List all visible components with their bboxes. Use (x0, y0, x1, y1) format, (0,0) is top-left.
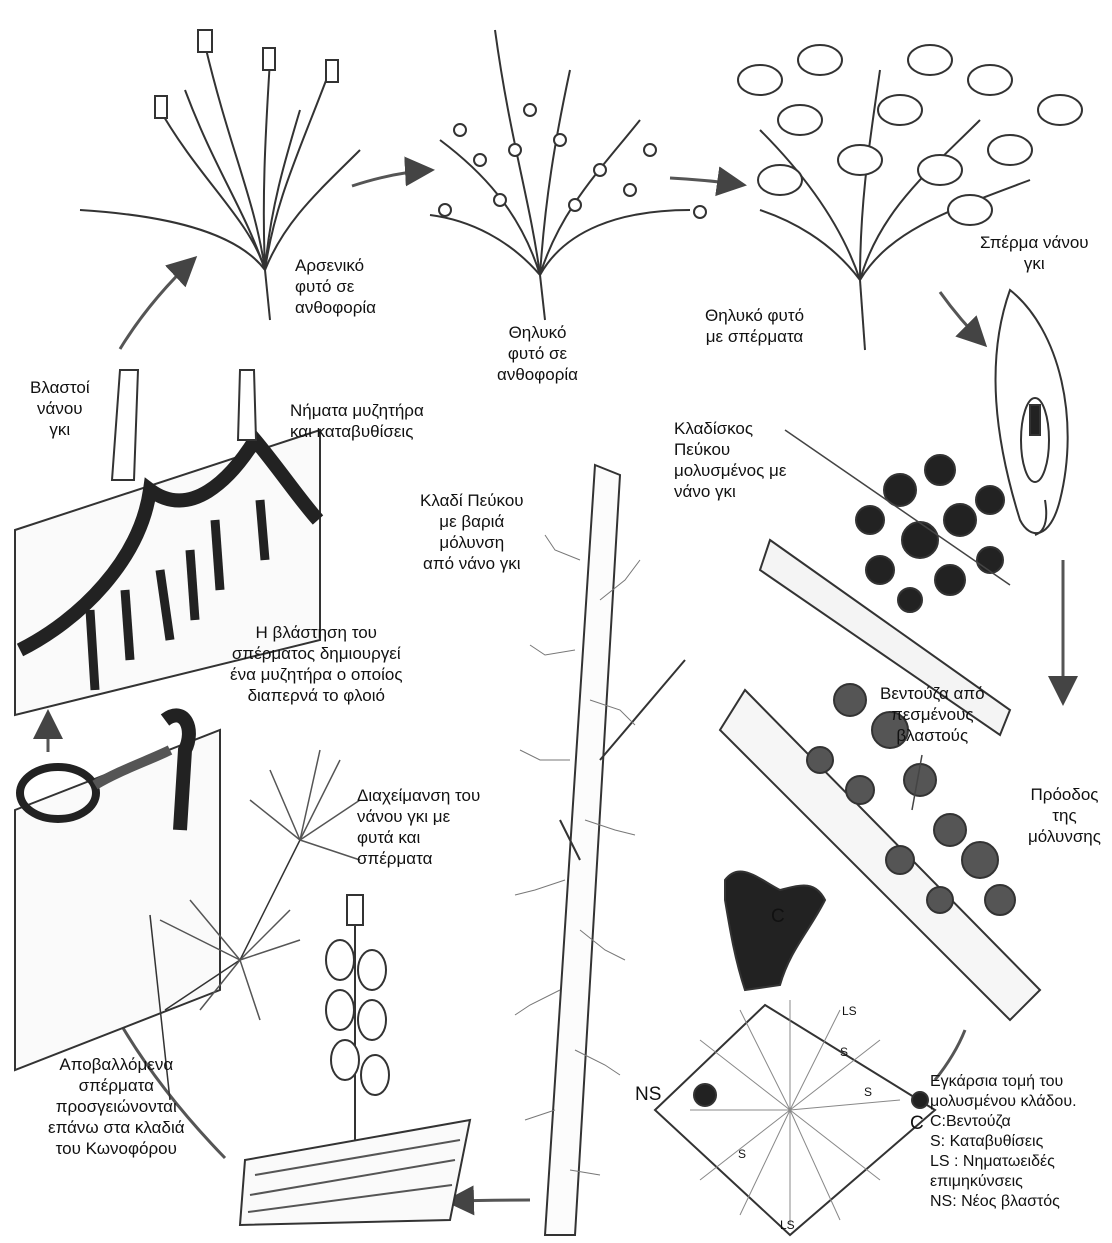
label-male-plant: Αρσενικό φυτό σε ανθοφορία (295, 255, 376, 318)
germination-drawing (15, 715, 220, 1070)
label-seeds-stick: Αποβαλλόμενα σπέρματα προσγειώνονται επά… (48, 1054, 185, 1159)
tag-ns: NS (635, 1084, 661, 1106)
tag-c-top: C (771, 906, 785, 928)
tag-ls-top: LS (842, 1004, 857, 1018)
label-haustorium-strands: Νήματα μυζητήρα και καταβυθίσεις (290, 400, 424, 442)
label-shoots: Βλαστοί νάνου γκι (30, 377, 90, 440)
tag-c-side: C (910, 1113, 924, 1135)
label-germination: Η βλάστηση του σπέρματος δημιουργεί ένα … (230, 622, 403, 706)
label-seed: Σπέρμα νάνου γκι (980, 232, 1089, 274)
label-branch-heavy: Κλαδί Πεύκου με βαριά μόλυνση από νάνο γ… (420, 490, 524, 574)
label-twig-infected: Κλαδίσκος Πεύκου μολυσμένος με νάνο γκι (674, 418, 786, 502)
label-cross-section: Εγκάρσια τομή του μολυσμένου κλάδου. C:Β… (930, 1072, 1077, 1212)
cross-section-drawing (655, 871, 935, 1235)
label-overwintering: Διαχείμανση του νάνου γκι με φυτά και σπ… (357, 785, 480, 869)
label-female-plant-flowering: Θηλυκό φυτό σε ανθοφορία (497, 322, 578, 385)
tag-ls-bottom: LS (780, 1218, 795, 1232)
tag-s-3: S (738, 1147, 746, 1161)
bark-plant-drawing (240, 895, 470, 1225)
pine-branch-drawing (515, 465, 685, 1235)
seed-drawing (996, 290, 1068, 535)
label-cup-fallen: Βεντούζα από πεσμένους βλαστούς (880, 683, 985, 746)
tag-s-1: S (840, 1045, 848, 1059)
female-flowering-drawing (430, 30, 706, 320)
label-progress: Πρόοδος της μόλυνσης (1028, 784, 1101, 847)
tag-s-2: S (864, 1085, 872, 1099)
label-female-plant-seeds: Θηλυκό φυτό με σπέρματα (705, 305, 804, 347)
